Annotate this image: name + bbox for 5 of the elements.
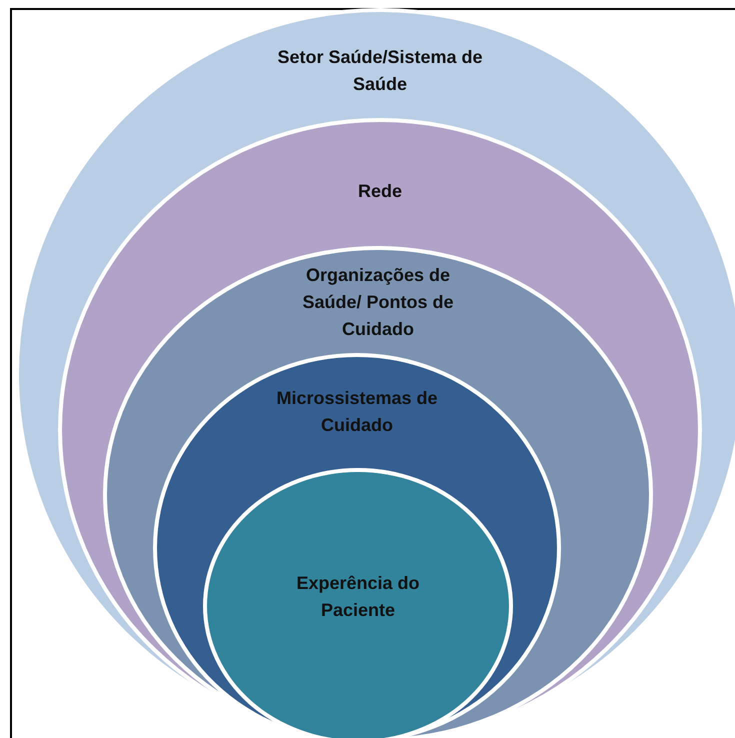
layer-label: Experência do Paciente (295, 572, 421, 622)
layer-label: Rede (356, 180, 403, 203)
layer-label: Setor Saúde/Sistema de Saúde (276, 46, 484, 96)
layer-label: Microssistemas de Cuidado (275, 387, 439, 437)
layer-label: Organizações de Saúde/ Pontos de Cuidado (301, 264, 455, 341)
